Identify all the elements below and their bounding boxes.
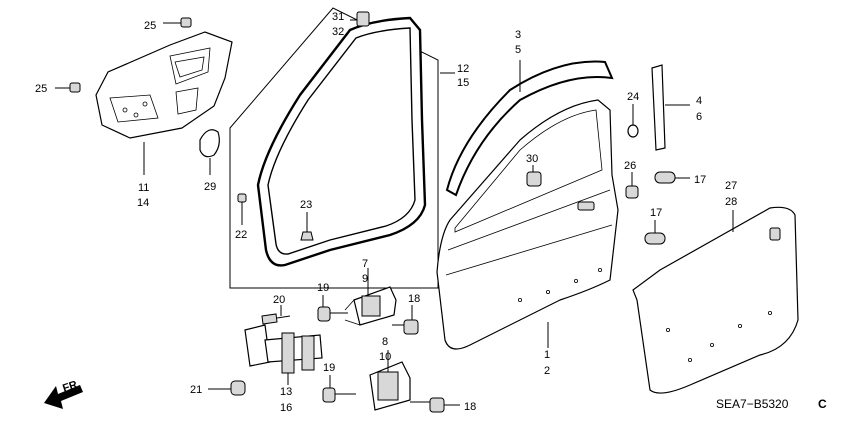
sash-molding <box>651 64 690 151</box>
label-18a: 18 <box>408 293 420 305</box>
bumper-26 <box>625 172 639 199</box>
grommet-30 <box>526 165 542 187</box>
door-checker <box>244 324 323 385</box>
label-27: 27 <box>725 180 737 192</box>
bracket-31-32 <box>350 11 370 27</box>
door-run-channel <box>445 60 614 197</box>
label-7: 7 <box>362 258 368 270</box>
diagram-code: SEA7−B5320 <box>716 397 789 411</box>
label-12: 12 <box>457 63 469 75</box>
label-31: 31 <box>332 11 344 23</box>
bolt-20 <box>261 305 291 325</box>
direction-label: FR. <box>61 378 82 395</box>
label-20: 20 <box>273 294 285 306</box>
label-22: 22 <box>235 229 247 241</box>
weatherstrip-opening <box>229 7 455 289</box>
door-inner-panel <box>95 31 233 139</box>
clip-25-left <box>55 82 81 93</box>
label-26: 26 <box>624 160 636 172</box>
label-16: 16 <box>280 402 292 414</box>
bolt-19-upper <box>317 295 348 322</box>
label-1: 1 <box>544 349 550 361</box>
clip-23 <box>300 212 314 241</box>
label-5: 5 <box>515 44 521 56</box>
label-17b: 17 <box>650 207 662 219</box>
label-25b: 25 <box>35 83 47 95</box>
label-10: 10 <box>379 351 391 363</box>
label-30: 30 <box>526 153 538 165</box>
diagram-code-suffix: C <box>818 397 827 411</box>
label-6: 6 <box>696 111 702 123</box>
damper-17-lower <box>644 220 666 245</box>
bolt-19-lower <box>322 375 356 403</box>
label-24: 24 <box>627 91 639 103</box>
label-15: 15 <box>457 77 469 89</box>
front-door-panel <box>436 99 619 350</box>
door-skin <box>632 206 799 394</box>
label-2: 2 <box>544 365 550 377</box>
bolt-18-upper <box>392 305 419 335</box>
damper-17-upper <box>654 171 690 184</box>
clip-22 <box>237 193 247 225</box>
seal-24 <box>627 104 639 138</box>
label-29: 29 <box>204 181 216 193</box>
label-21: 21 <box>190 384 202 396</box>
plug-29 <box>199 129 220 175</box>
bolt-18-lower <box>410 397 460 413</box>
label-9: 9 <box>362 273 368 285</box>
label-4: 4 <box>696 95 702 107</box>
label-11: 11 <box>138 182 149 194</box>
label-18b: 18 <box>464 401 476 413</box>
label-23: 23 <box>300 199 312 211</box>
upper-hinge <box>344 268 397 326</box>
clip-25-upper <box>163 17 192 28</box>
lower-hinge <box>369 350 411 411</box>
label-32: 32 <box>332 26 344 38</box>
label-19a: 19 <box>317 282 329 294</box>
label-25a: 25 <box>144 20 156 32</box>
front-direction-arrow-icon <box>44 385 83 409</box>
label-3: 3 <box>515 29 521 41</box>
label-28: 28 <box>725 196 737 208</box>
label-17a: 17 <box>694 174 706 186</box>
label-13: 13 <box>280 386 292 398</box>
label-8: 8 <box>382 336 388 348</box>
label-19b: 19 <box>323 362 335 374</box>
label-14: 14 <box>137 197 149 209</box>
nut-21 <box>208 380 246 396</box>
